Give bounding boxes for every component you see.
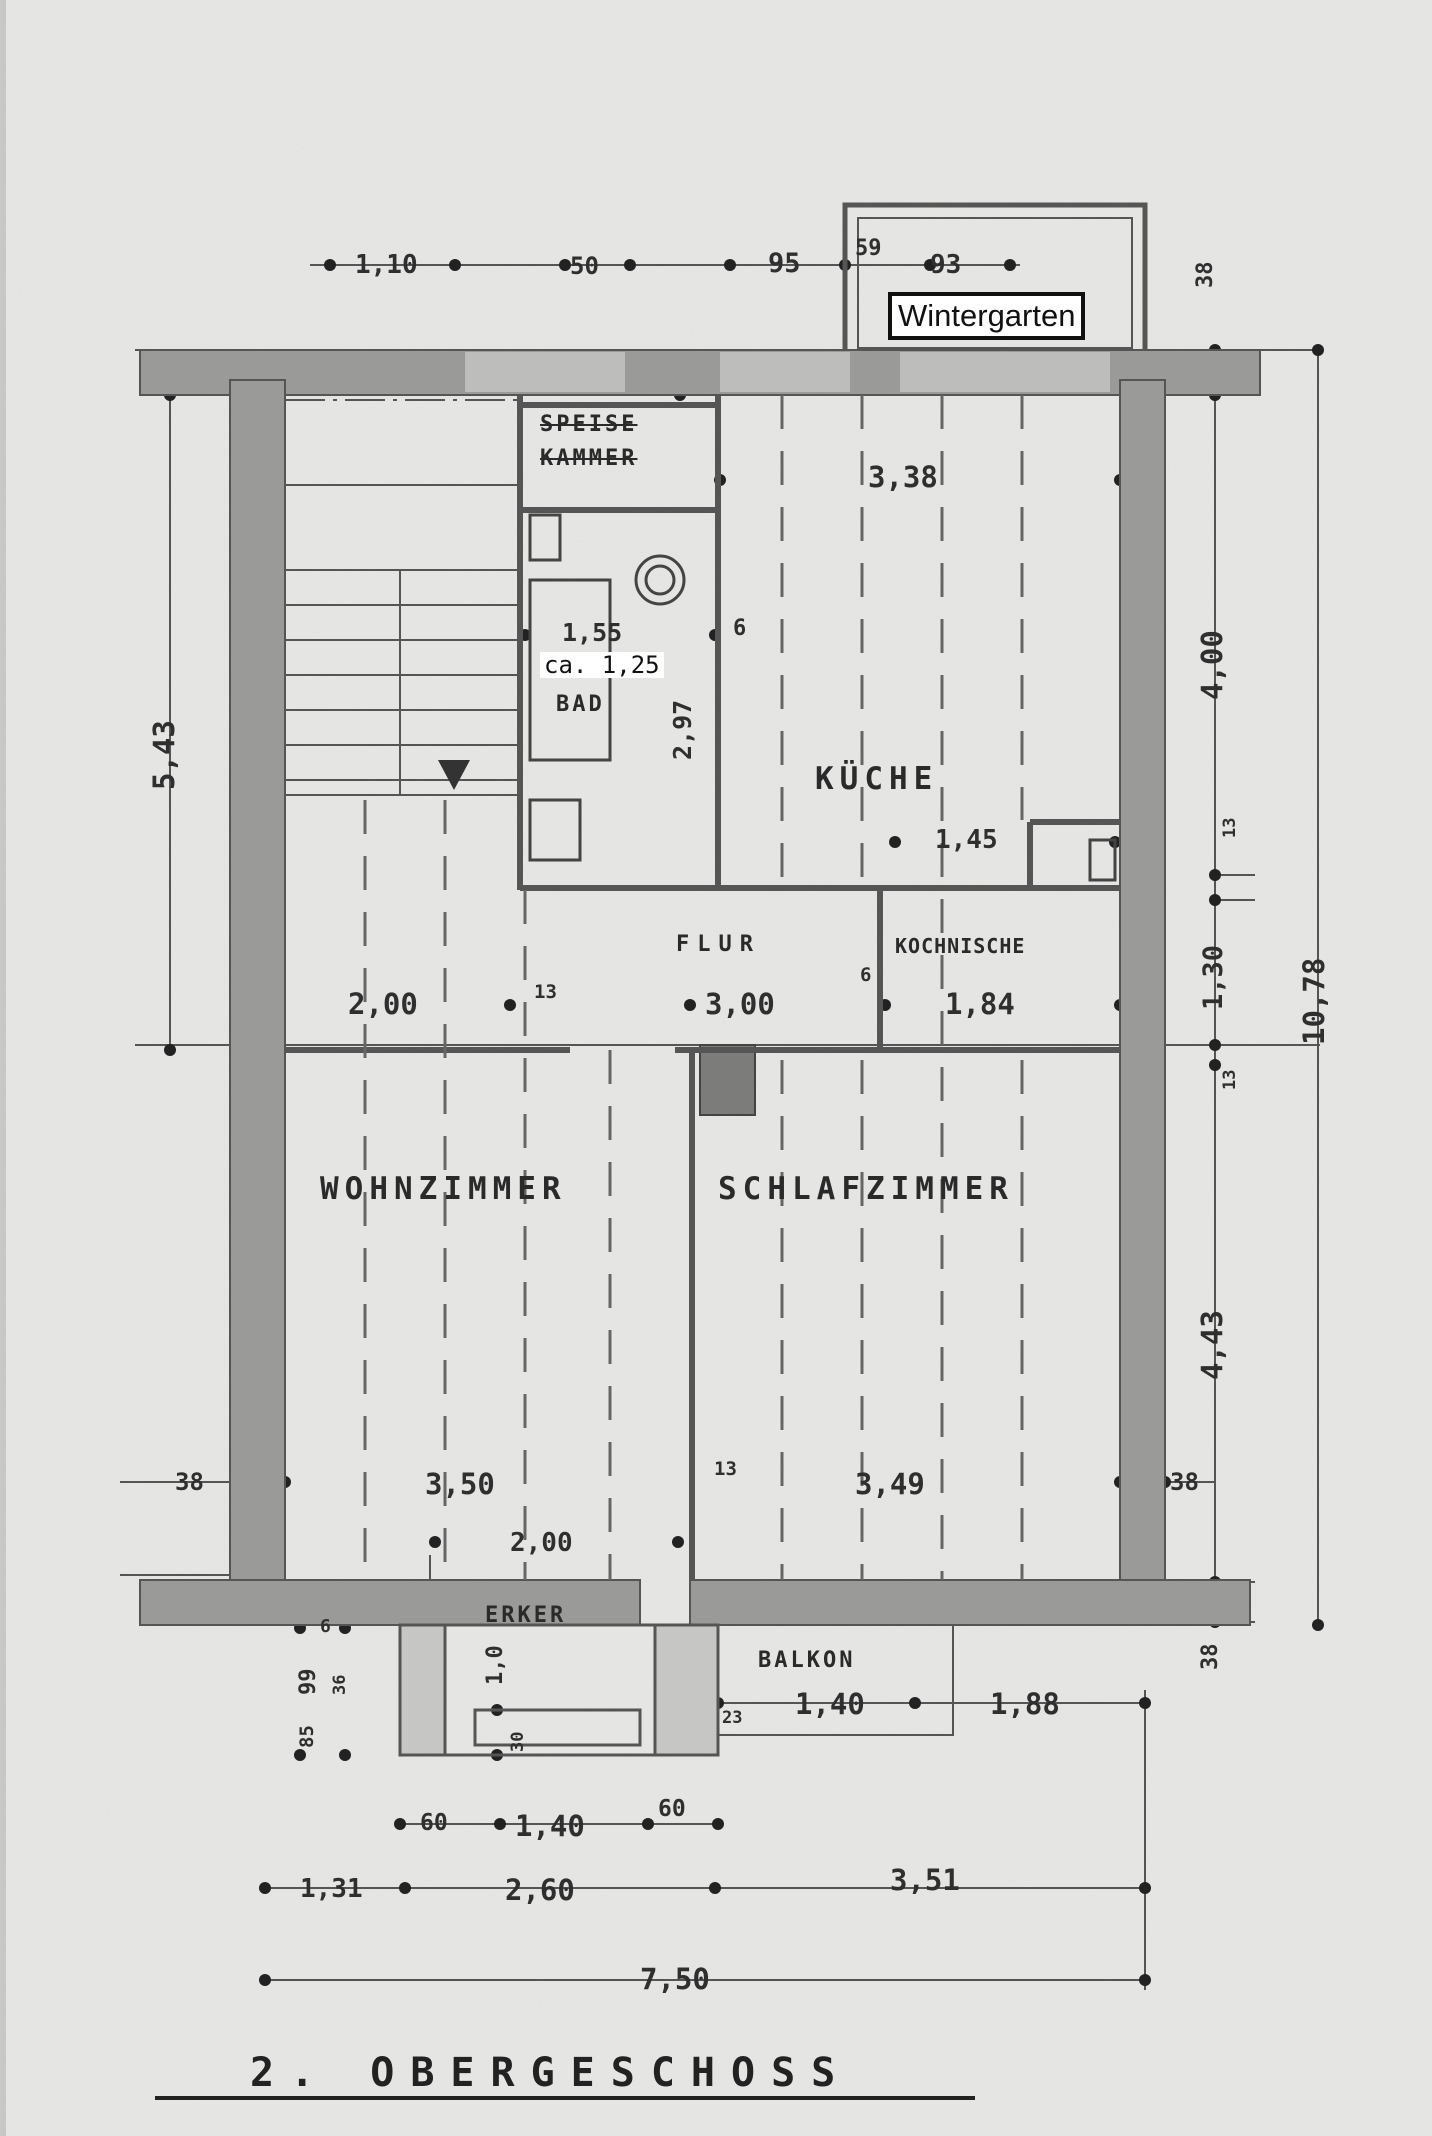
room-label-kochnische: KOCHNISCHE <box>895 934 1026 958</box>
dim-wohn-350: 3,50 <box>425 1467 495 1501</box>
dim-wall-13a: 13 <box>1220 817 1240 838</box>
dim-flur-13: 13 <box>534 981 557 1003</box>
room-label-flur: FLUR <box>676 932 761 957</box>
dim-bottom-140: 1,40 <box>515 1809 585 1843</box>
chimney <box>699 1044 756 1116</box>
dim-top-4: 59 <box>855 236 882 261</box>
dim-bad-297: 2,97 <box>668 699 697 760</box>
dim-bad-6: 6 <box>733 616 747 641</box>
dim-flur-200: 2,00 <box>348 987 418 1021</box>
floor-joists <box>363 395 1024 1580</box>
dim-schlaf-349: 3,49 <box>855 1467 925 1501</box>
dim-bottom-351: 3,51 <box>890 1863 960 1897</box>
dim-total-height: 10,78 <box>1297 957 1331 1045</box>
dim-top-3: 95 <box>768 248 801 279</box>
dim-flur-6: 6 <box>860 964 872 986</box>
dim-bottom-260: 2,60 <box>505 1873 575 1907</box>
room-label-schlafzimmer: SCHLAFZIMMER <box>718 1171 1014 1207</box>
room-label-balkon: BALKON <box>758 1648 856 1673</box>
dim-erker-200: 2,00 <box>510 1528 573 1558</box>
dim-bad-155: 1,55 <box>562 618 623 647</box>
dim-wall-bottom-right: 38 <box>1198 1643 1223 1671</box>
room-label-kammer: KAMMER <box>540 446 638 471</box>
dim-kochnische-130: 1,30 <box>1198 944 1229 1010</box>
dim-wall-13c: 13 <box>714 1458 737 1480</box>
erker-bay <box>398 1623 720 1757</box>
dim-erker-36: 36 <box>330 1674 350 1695</box>
dim-erker-99: 99 <box>296 1668 321 1696</box>
wall-window-opening-1 <box>465 352 625 392</box>
paper-edge-left <box>0 0 6 2136</box>
stair-direction-arrow-icon <box>438 760 470 790</box>
dim-flur-300: 3,00 <box>705 987 775 1021</box>
dim-balkon-188: 1,88 <box>990 1687 1060 1721</box>
dim-balkon-140: 1,40 <box>795 1687 865 1721</box>
room-label-kueche: KÜCHE <box>815 761 939 797</box>
dim-kueche-width: 3,38 <box>868 460 938 494</box>
dim-erker-6: 6 <box>320 1616 331 1637</box>
dim-erker-30: 30 <box>508 1731 528 1752</box>
dim-total-width: 7,50 <box>640 1962 710 1996</box>
exterior-walls <box>139 349 1261 1626</box>
dim-erker-depth: 1,0 <box>483 1645 508 1685</box>
dim-kueche-height: 4,00 <box>1195 630 1229 700</box>
dim-kochnische-184: 1,84 <box>945 987 1015 1021</box>
dash-dot-lines <box>285 399 520 571</box>
dim-wall-right: 38 <box>1170 1468 1199 1496</box>
wall-window-opening-2 <box>720 352 850 392</box>
dim-lower-height: 4,43 <box>1195 1310 1229 1380</box>
balkon-outline <box>717 1624 954 1736</box>
dim-wall-13b: 13 <box>1220 1069 1240 1090</box>
dim-bottom-60a: 60 <box>420 1810 448 1836</box>
plan-title: 2. OBERGESCHOSS <box>250 2050 852 2096</box>
room-label-wintergarten: Wintergarten <box>888 292 1086 340</box>
dim-bottom-131: 1,31 <box>300 1874 363 1904</box>
dim-left-height: 5,43 <box>147 720 181 790</box>
dim-top-5: 93 <box>930 250 962 280</box>
dim-nische-145: 1,45 <box>935 825 998 855</box>
room-label-bad: BAD <box>556 692 605 717</box>
note-bad-width: ca. 1,25 <box>540 652 664 678</box>
dim-top-1: 1,10 <box>355 250 418 280</box>
room-label-speise: SPEISE <box>540 412 638 437</box>
room-label-wohnzimmer: WOHNZIMMER <box>320 1171 567 1207</box>
dim-wall-top-right: 38 <box>1193 261 1218 289</box>
dim-erker-85: 85 <box>296 1725 318 1748</box>
dim-bottom-60b: 60 <box>658 1796 686 1822</box>
dim-wall-left: 38 <box>175 1468 204 1496</box>
dim-balkon-23: 23 <box>722 1708 743 1728</box>
wall-window-opening-3 <box>900 352 1110 392</box>
dim-top-2: 50 <box>570 252 599 280</box>
room-label-erker: ERKER <box>485 1603 567 1628</box>
